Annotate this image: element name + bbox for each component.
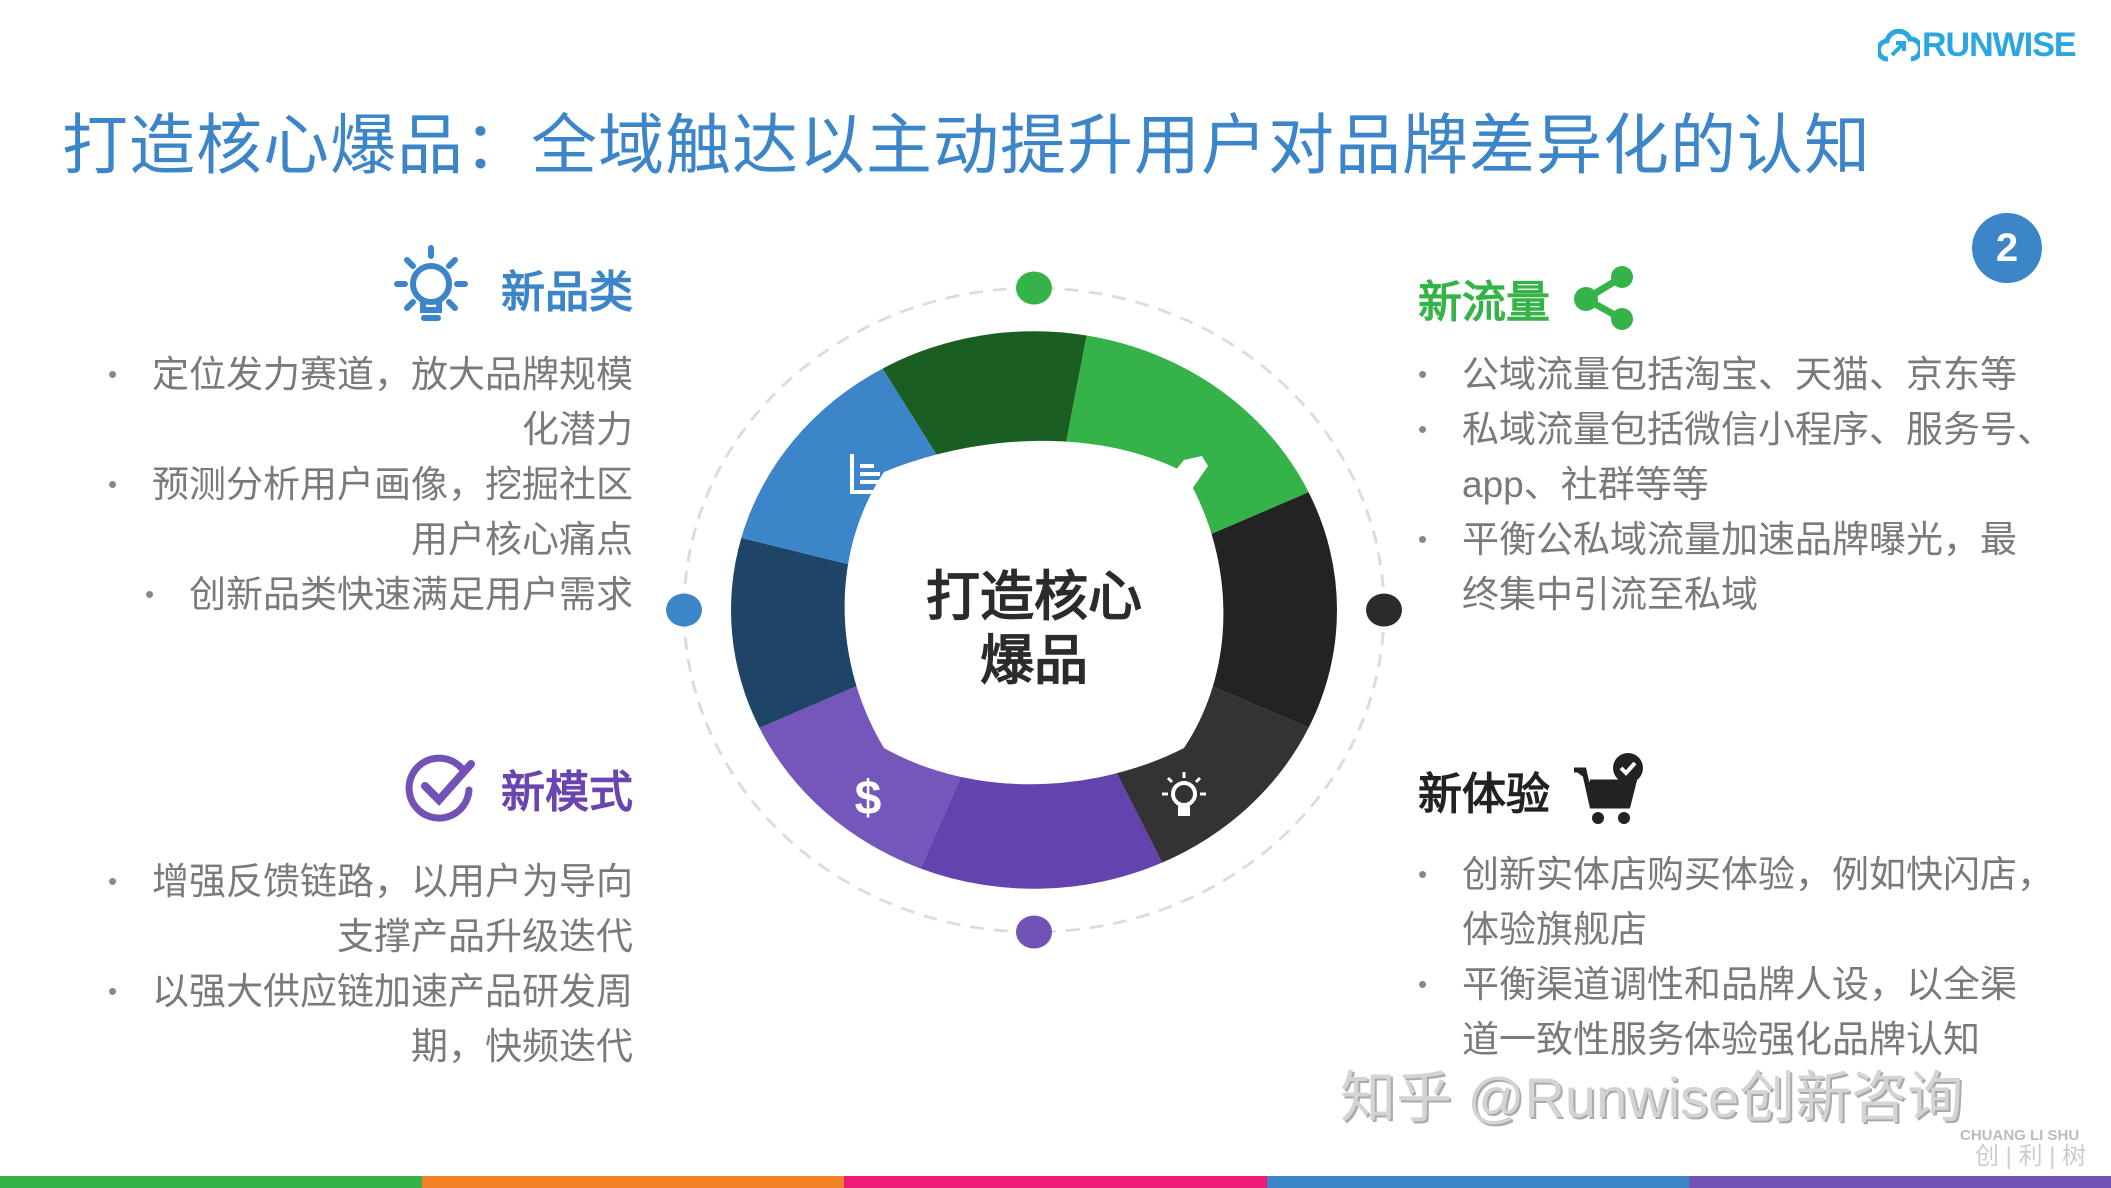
dollar-icon: $ (855, 772, 882, 825)
heading-text: 新品类 (501, 268, 633, 317)
list-item-text: 平衡渠道调性和品牌人设，以全渠 (1462, 964, 2017, 1005)
new-model-list: • 增强反馈链路，以用户为导向支撑产品升级迭代 • 以强大供应链加速产品研发周期，快频… (108, 854, 633, 1074)
list-item-text: 创新实体店购买体验，例如快闪店， (1462, 854, 2054, 895)
list-item-line: • 增强反馈链路，以用户为导向 (108, 854, 633, 909)
watermark: 知乎 @Runwise创新咨询 (1340, 1066, 1964, 1129)
bullet: • (145, 579, 155, 609)
new-category-list: • 定位发力赛道，放大品牌规模化潜力 • 预测分析用户画像，挖掘社区用户核心痛点 • 创新… (108, 347, 633, 622)
list-item-text: 预测分析用户画像，挖掘社区 (152, 464, 633, 505)
list-item-text: 终集中引流至私域 (1462, 574, 1758, 615)
center-label: 打造核心 爆品 (884, 565, 1184, 693)
handshake-icon (1156, 456, 1208, 492)
heading-text: 新流量 (1418, 278, 1550, 327)
logo-text: RUNWISE (1922, 26, 2077, 64)
list-item-text: 期，快频迭代 (411, 1026, 633, 1067)
bullet: • (108, 469, 118, 499)
list-item-text: app、社群等等 (1462, 464, 1709, 505)
list-item-line: • 以强大供应链加速产品研发周 (108, 964, 633, 1019)
heading-text: 新体验 (1418, 770, 1550, 819)
list-item-line: 期，快频迭代 (108, 1019, 633, 1074)
bullet: • (1418, 524, 1428, 554)
dot-purple (1016, 915, 1052, 949)
page-number-badge: 2 (1972, 213, 2042, 283)
list-item-text: 支撑产品升级迭代 (337, 916, 633, 957)
bullet: • (1418, 859, 1428, 889)
center-white-blob (844, 440, 1224, 785)
bar-chart-icon (850, 454, 890, 494)
list-item-text: 平衡公私域流量加速品牌曝光，最 (1462, 519, 2017, 560)
bullet: • (108, 866, 118, 896)
list-item-text: 创新品类快速满足用户需求 (189, 574, 633, 615)
bar-blue (1266, 1176, 1689, 1188)
bullet: • (108, 976, 118, 1006)
heading-text: 新模式 (501, 768, 633, 817)
lightbulb-small-icon (1162, 772, 1206, 816)
list-item-text: 以强大供应链加速产品研发周 (152, 971, 633, 1012)
dot-green (1016, 271, 1052, 305)
dot-blue (666, 593, 702, 627)
list-item-line: 支撑产品升级迭代 (108, 909, 633, 964)
new-traffic-list: • 公域流量包括淘宝、天猫、京东等 • 私域流量包括微信小程序、服务号、 app、社群等… (1418, 347, 2054, 622)
bullet: • (1418, 414, 1428, 444)
bar-purple (1688, 1176, 2111, 1188)
lightbulb-icon (394, 245, 468, 321)
bullet: • (108, 359, 118, 389)
list-item-line: app、社群等等 (1418, 457, 2054, 512)
list-item-text: 增强反馈链路，以用户为导向 (152, 861, 633, 902)
dot-black (1366, 593, 1402, 627)
watermark-sub1: CHUANG LI SHU (1960, 1127, 2080, 1144)
bar-pink (844, 1176, 1267, 1188)
list-item-line: 化潜力 (108, 402, 633, 457)
cloud-logo-icon (1878, 28, 1920, 61)
list-item-line: • 定位发力赛道，放大品牌规模 (108, 347, 633, 402)
heading-new-model: 新模式 (403, 750, 633, 826)
page-title: 打造核心爆品：全域触达以主动提升用户对品牌差异化的认知 (62, 108, 1871, 182)
list-item-line: • 平衡公私域流量加速品牌曝光，最 (1418, 512, 2054, 567)
list-item-line: 体验旗舰店 (1418, 902, 2054, 957)
list-item-line: 用户核心痛点 (108, 512, 633, 567)
center-label-line2: 爆品 (980, 631, 1088, 691)
list-item-text: 公域流量包括淘宝、天猫、京东等 (1462, 354, 2017, 395)
bar-green (0, 1176, 423, 1188)
list-item-text: 道一致性服务体验强化品牌认知 (1462, 1019, 1980, 1060)
list-item-text: 定位发力赛道，放大品牌规模 (152, 354, 633, 395)
list-item-line: • 平衡渠道调性和品牌人设，以全渠 (1418, 957, 2054, 1012)
list-item-line: • 私域流量包括微信小程序、服务号、 (1418, 402, 2054, 457)
list-item-line: 道一致性服务体验强化品牌认知 (1418, 1012, 2054, 1067)
list-item-text: 私域流量包括微信小程序、服务号、 (1462, 409, 2054, 450)
center-label-line1: 打造核心 (926, 567, 1142, 627)
bar-orange (422, 1176, 845, 1188)
bullet: • (1418, 359, 1428, 389)
list-item-line: 终集中引流至私域 (1418, 567, 2054, 622)
bullet: • (1418, 969, 1428, 999)
shopping-cart-check-icon (1574, 753, 1643, 824)
list-item-text: 用户核心痛点 (411, 519, 633, 560)
check-circle-icon (405, 754, 475, 822)
heading-new-traffic: 新流量 (1418, 265, 1638, 331)
list-item-line: • 创新实体店购买体验，例如快闪店， (1418, 847, 2054, 902)
runwise-logo: RUNWISE (1878, 26, 2077, 65)
list-item-line: • 预测分析用户画像，挖掘社区 (108, 457, 633, 512)
bottom-color-bar (0, 1176, 2111, 1188)
new-experience-list: • 创新实体店购买体验，例如快闪店， 体验旗舰店 • 平衡渠道调性和品牌人设，以全渠道一… (1418, 847, 2054, 1067)
list-item-text: 化潜力 (522, 409, 633, 450)
watermark-sub2: 创 | 利 | 树 (1975, 1143, 2087, 1170)
list-item-line: • 创新品类快速满足用户需求 (108, 567, 633, 622)
heading-new-category: 新品类 (383, 240, 633, 336)
list-item-text: 体验旗舰店 (1462, 909, 1647, 950)
heading-new-experience: 新体验 (1418, 752, 1648, 828)
list-item-line: • 公域流量包括淘宝、天猫、京东等 (1418, 347, 2054, 402)
share-icon (1574, 266, 1633, 330)
